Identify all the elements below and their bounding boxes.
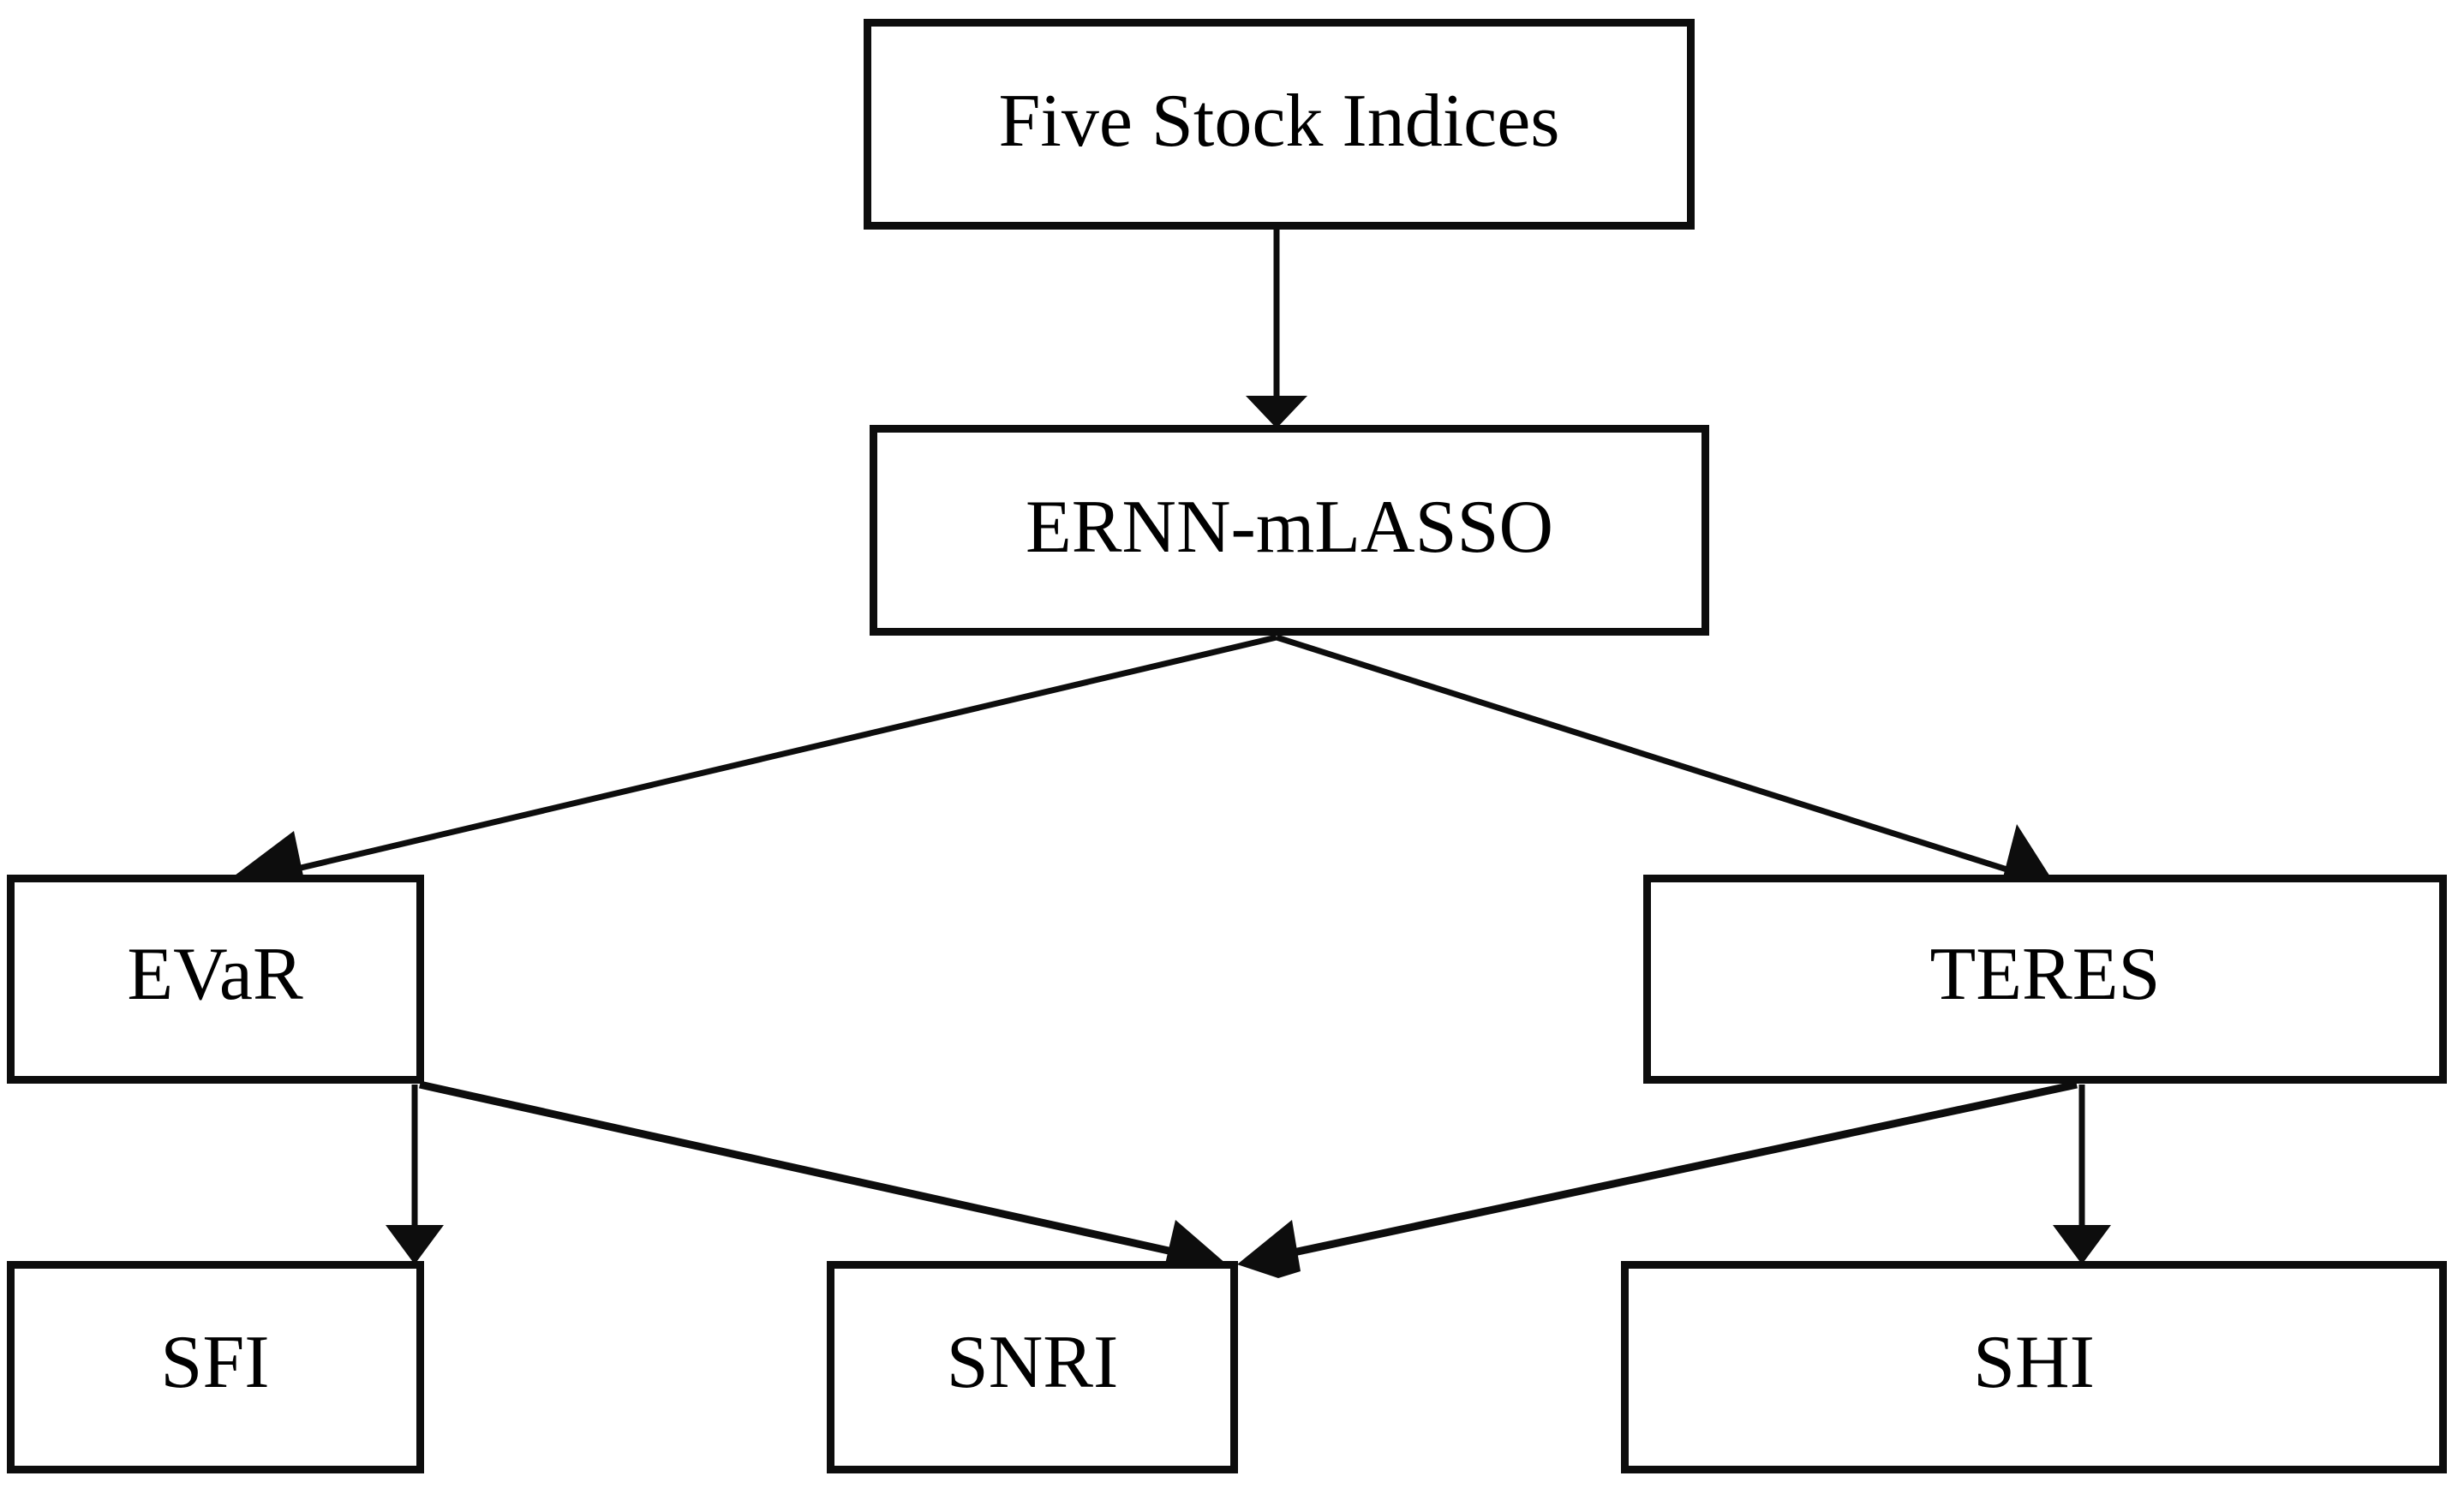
node-snri-label: SNRI — [947, 1321, 1119, 1404]
edge-indices-to-ernn — [1246, 230, 1307, 428]
node-shi-label: SHI — [1973, 1321, 2095, 1404]
node-five-stock-indices-box[interactable] — [864, 19, 1695, 230]
edge-teres-to-shi — [2053, 1085, 2111, 1264]
node-snri[interactable]: SNRI — [827, 1261, 1238, 1473]
node-ernn-mlasso[interactable]: ERNN-mLASSO — [870, 425, 1709, 636]
node-teres-box[interactable] — [1643, 875, 2447, 1084]
node-evar-box[interactable] — [7, 875, 424, 1084]
node-ernn-mlasso-label: ERNN-mLASSO — [1026, 486, 1553, 569]
node-sfi-box[interactable] — [7, 1261, 424, 1473]
nodes-layer: Five Stock Indices ERNN-mLASSO EVaR TERE… — [7, 19, 2447, 1473]
node-teres-label: TERES — [1930, 933, 2161, 1016]
node-five-stock-indices[interactable]: Five Stock Indices — [864, 19, 1695, 230]
node-evar-label: EVaR — [127, 933, 303, 1016]
edge-ernn-to-teres — [1275, 634, 2053, 891]
edge-teres-to-snri — [1237, 1080, 2078, 1278]
node-sfi-label: SFI — [160, 1321, 269, 1404]
node-shi-box[interactable] — [1621, 1261, 2447, 1473]
node-sfi[interactable]: SFI — [7, 1261, 424, 1473]
edges-layer — [228, 230, 2111, 1278]
node-teres[interactable]: TERES — [1643, 875, 2447, 1084]
node-snri-box[interactable] — [827, 1261, 1238, 1473]
node-evar[interactable]: EVaR — [7, 875, 424, 1084]
edge-evar-to-sfi — [386, 1085, 444, 1264]
node-shi[interactable]: SHI — [1621, 1261, 2447, 1473]
edge-evar-to-snri — [419, 1080, 1227, 1278]
node-ernn-mlasso-box[interactable] — [870, 425, 1709, 636]
edge-ernn-to-evar — [228, 634, 1277, 893]
node-five-stock-indices-label: Five Stock Indices — [998, 80, 1559, 163]
